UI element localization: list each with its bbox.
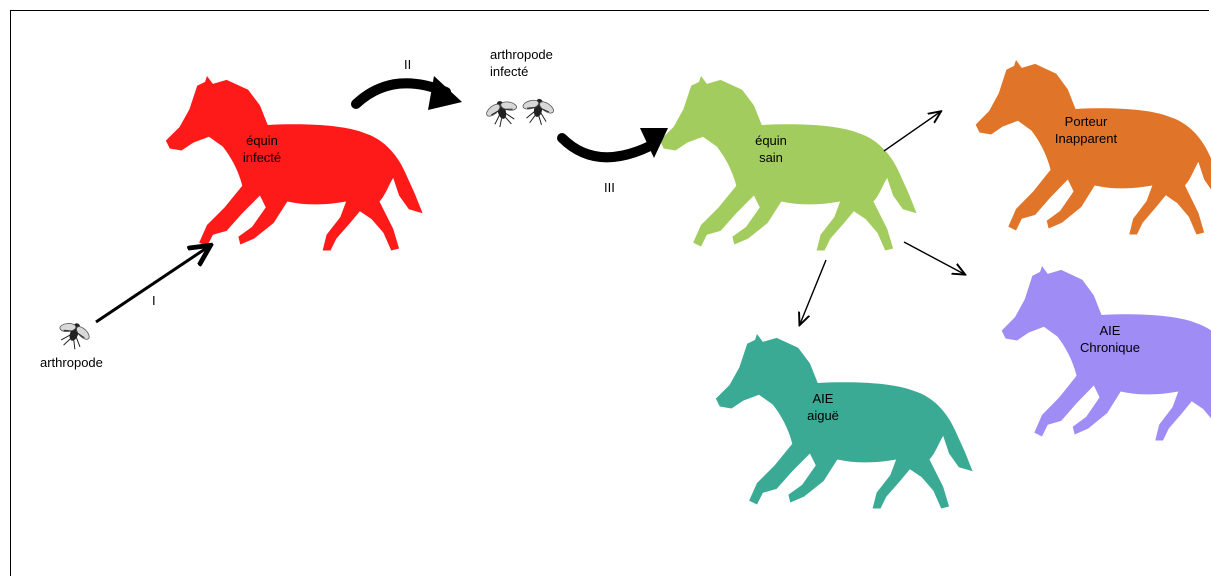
infected-horse-label: équin infecté [234,132,290,166]
infected-arthropod-label-line1: arthropode [490,46,553,63]
step-two-label: II [404,57,411,72]
arrow-to-acute [800,260,826,324]
acute-horse-label-line2: aiguë [798,407,848,424]
infected-arthropod-label: arthropode infecté [490,46,553,80]
arthropod-label: arthropode [40,354,103,371]
carrier-horse-label-line2: Inapparent [1044,130,1128,147]
chronic-horse-label: AIE Chronique [1070,322,1150,356]
healthy-horse-label-line2: sain [746,149,796,166]
arrow-step-two-head [428,76,462,110]
acute-horse-label: AIE aiguë [798,390,848,424]
arrow-to-carrier [884,112,940,151]
healthy-horse-label: équin sain [746,132,796,166]
carrier-horse-label-line1: Porteur [1044,113,1128,130]
chronic-horse-label-line1: AIE [1070,322,1150,339]
step-three-label: III [604,180,615,195]
infected-arthropod-fly-icon [519,96,557,127]
carrier-horse-silhouette [976,60,1211,234]
arthropod-fly-icon [53,318,93,353]
infected-horse-label-line2: infecté [234,149,290,166]
chronic-horse-label-line2: Chronique [1070,339,1150,356]
infected-horse-silhouette [166,76,423,250]
carrier-horse-label: Porteur Inapparent [1044,113,1128,147]
arrow-step-three [562,138,650,157]
healthy-horse-label-line1: équin [746,132,796,149]
arrow-step-one [96,247,208,322]
infected-arthropod-fly-icon [483,97,522,130]
acute-horse-label-line1: AIE [798,390,848,407]
arrow-to-chronic [904,242,964,274]
step-one-label: I [152,293,156,308]
infected-arthropod-label-line2: infecté [490,63,553,80]
infected-horse-label-line1: équin [234,132,290,149]
